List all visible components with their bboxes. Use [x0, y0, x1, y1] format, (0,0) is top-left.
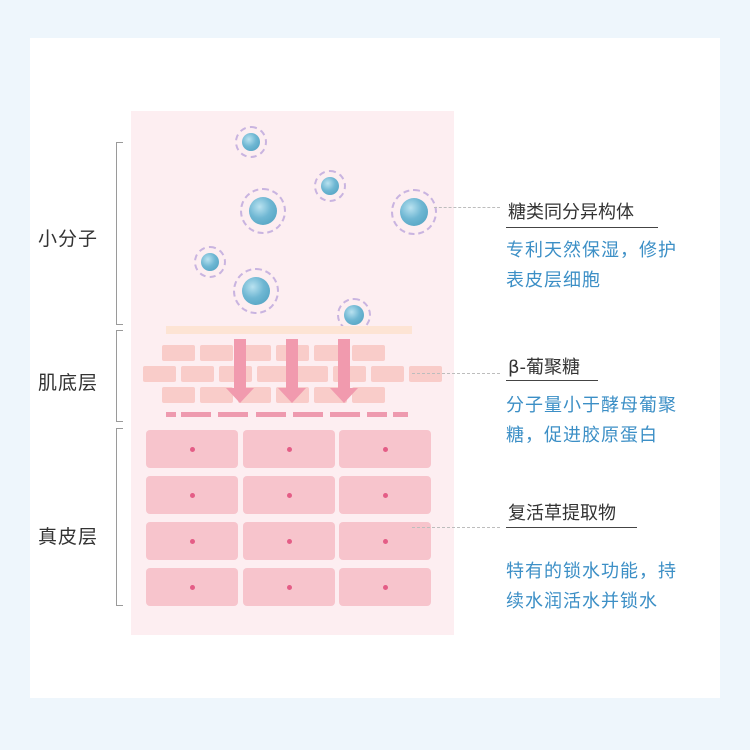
cell-nucleus	[382, 446, 388, 452]
brick	[409, 366, 442, 382]
dermis-cell	[146, 476, 238, 514]
annotation-title-3: 复活草提取物	[508, 503, 616, 524]
dermis-cell	[146, 430, 238, 468]
molecule-icon	[233, 268, 279, 314]
leader-line-2	[412, 373, 500, 374]
molecule-icon	[314, 170, 346, 202]
annotation-desc-1: 专利天然保湿，修护 表皮层细胞	[506, 236, 716, 296]
cell-nucleus	[189, 492, 195, 498]
annotation-desc-1-line1: 专利天然保湿，修护	[506, 240, 677, 261]
dermis-cell	[146, 568, 238, 606]
cell-nucleus	[286, 492, 292, 498]
brick	[352, 345, 385, 361]
brick	[181, 366, 214, 382]
membrane-dash	[293, 412, 323, 417]
annotation-desc-3: 特有的锁水功能，持 续水润活水并锁水	[506, 557, 716, 617]
cell-nucleus	[189, 584, 195, 590]
brick	[143, 366, 176, 382]
cell-nucleus	[286, 584, 292, 590]
down-arrow-icon	[330, 339, 358, 403]
dermis-cell	[243, 522, 335, 560]
annotation-underline-3	[506, 527, 637, 528]
molecule-core	[201, 253, 219, 271]
annotation-desc-2: 分子量小于酵母葡聚 糖，促进胶原蛋白	[506, 391, 716, 451]
dermis-cell	[146, 522, 238, 560]
brick	[200, 387, 233, 403]
annotation-title-2: β-葡聚糖	[508, 357, 580, 378]
dermis-cell	[243, 476, 335, 514]
brick	[295, 366, 328, 382]
molecule-core	[344, 305, 364, 325]
leader-line-1	[434, 207, 500, 208]
cell-nucleus	[382, 584, 388, 590]
cell-nucleus	[286, 446, 292, 452]
annotation-underline-2	[506, 380, 598, 381]
down-arrow-icon	[278, 339, 306, 403]
molecule-icon	[194, 246, 226, 278]
annotation-underline-1	[506, 227, 658, 228]
dermis-cell	[243, 568, 335, 606]
small-molecule-bracket	[115, 142, 123, 325]
dermis-cell	[339, 568, 431, 606]
molecule-core	[242, 277, 270, 305]
dermis-cell	[339, 476, 431, 514]
molecule-icon	[391, 189, 437, 235]
down-arrow-icon	[226, 339, 254, 403]
membrane-dash	[256, 412, 286, 417]
molecule-icon	[235, 126, 267, 158]
dermis-cell	[339, 522, 431, 560]
brick	[257, 366, 290, 382]
dermis-cell	[243, 430, 335, 468]
annotation-desc-2-line1: 分子量小于酵母葡聚	[506, 395, 677, 416]
membrane-dash	[330, 412, 360, 417]
layer-label-small-molecule: 小分子	[38, 228, 99, 250]
molecule-core	[321, 177, 339, 195]
leader-line-3	[412, 527, 500, 528]
annotation-desc-2-line2: 糖，促进胶原蛋白	[506, 425, 658, 446]
brick	[162, 387, 195, 403]
brick	[162, 345, 195, 361]
membrane-dash	[367, 412, 387, 417]
annotation-title-1: 糖类同分异构体	[508, 202, 634, 223]
cell-nucleus	[189, 538, 195, 544]
dermis-bracket	[115, 428, 123, 606]
brick	[238, 345, 271, 361]
dermis-cell	[339, 430, 431, 468]
base-fiber-line	[166, 326, 412, 334]
brick	[352, 387, 385, 403]
membrane-dash	[181, 412, 211, 417]
cell-nucleus	[382, 492, 388, 498]
brick	[371, 366, 404, 382]
annotation-desc-3-line1: 特有的锁水功能，持	[506, 561, 677, 582]
cell-nucleus	[189, 446, 195, 452]
cell-nucleus	[286, 538, 292, 544]
annotation-desc-3-line2: 续水润活水并锁水	[506, 591, 658, 612]
annotation-desc-1-line2: 表皮层细胞	[506, 270, 601, 291]
molecule-core	[400, 198, 428, 226]
membrane-dash	[166, 412, 176, 417]
molecule-core	[249, 197, 277, 225]
cell-nucleus	[382, 538, 388, 544]
membrane-dash	[393, 412, 408, 417]
molecule-core	[242, 133, 260, 151]
membrane-dash	[218, 412, 248, 417]
brick	[200, 345, 233, 361]
base-layer-bracket	[115, 330, 123, 422]
layer-label-base-layer: 肌底层	[38, 372, 99, 394]
layer-label-dermis: 真皮层	[38, 526, 99, 548]
molecule-icon	[240, 188, 286, 234]
